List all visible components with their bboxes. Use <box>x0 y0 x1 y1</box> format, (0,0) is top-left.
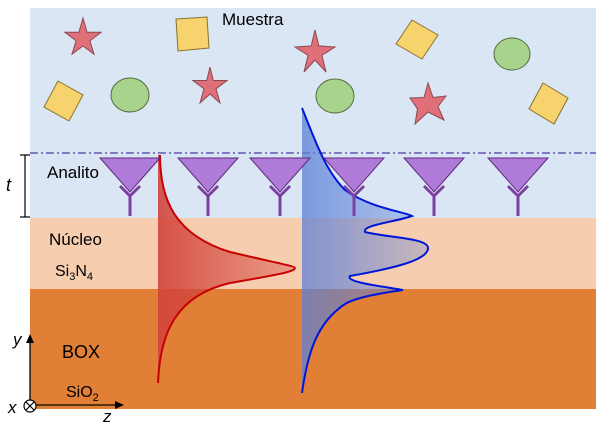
axes <box>26 334 124 409</box>
square-2 <box>395 19 439 60</box>
circle-1 <box>493 37 531 71</box>
sample-squares <box>43 16 569 125</box>
x-axis-into-page-icon <box>23 399 37 413</box>
antibody-4 <box>322 157 386 216</box>
n-text: N <box>75 263 87 280</box>
thickness-indicator <box>20 154 30 218</box>
red-mode-fill <box>158 155 295 383</box>
sample-label: Muestra <box>222 10 284 29</box>
thickness-label: t <box>6 175 12 195</box>
antibody-2 <box>176 157 240 216</box>
star-3 <box>191 66 229 105</box>
core-material-label: Si3N4 <box>55 263 93 283</box>
square-1 <box>175 16 210 52</box>
red-mode-curve <box>157 154 297 384</box>
o-subscript: 2 <box>93 392 99 404</box>
antibody-1 <box>98 157 162 216</box>
antibody-5 <box>402 157 466 216</box>
si-subscript: 3 <box>69 271 75 283</box>
sio-text: SiO <box>66 384 93 401</box>
antibody-3 <box>248 157 312 216</box>
blue-mode-curve <box>301 107 430 394</box>
star-2 <box>293 29 337 73</box>
sample-circles <box>110 37 531 114</box>
antibody-6 <box>486 157 550 216</box>
star-4 <box>409 81 448 126</box>
star-1 <box>63 16 103 56</box>
si-text: Si <box>55 263 69 280</box>
analyte-label: Analito <box>47 163 99 182</box>
box-label: BOX <box>62 342 100 362</box>
square-4 <box>528 82 569 125</box>
z-axis-arrow <box>115 401 124 409</box>
x-axis-label: x <box>7 398 17 417</box>
y-axis-label: y <box>12 330 23 349</box>
z-axis-label: z <box>102 407 112 426</box>
circle-2 <box>110 77 150 113</box>
antibody-row <box>98 157 550 216</box>
circle-3 <box>315 78 355 114</box>
y-axis-arrow <box>26 334 34 343</box>
n-subscript: 4 <box>87 271 93 283</box>
blue-mode-fill <box>302 108 428 393</box>
sample-stars <box>63 16 448 126</box>
square-3 <box>43 80 84 122</box>
box-material-label: SiO2 <box>66 384 99 404</box>
core-label: Núcleo <box>49 230 102 249</box>
